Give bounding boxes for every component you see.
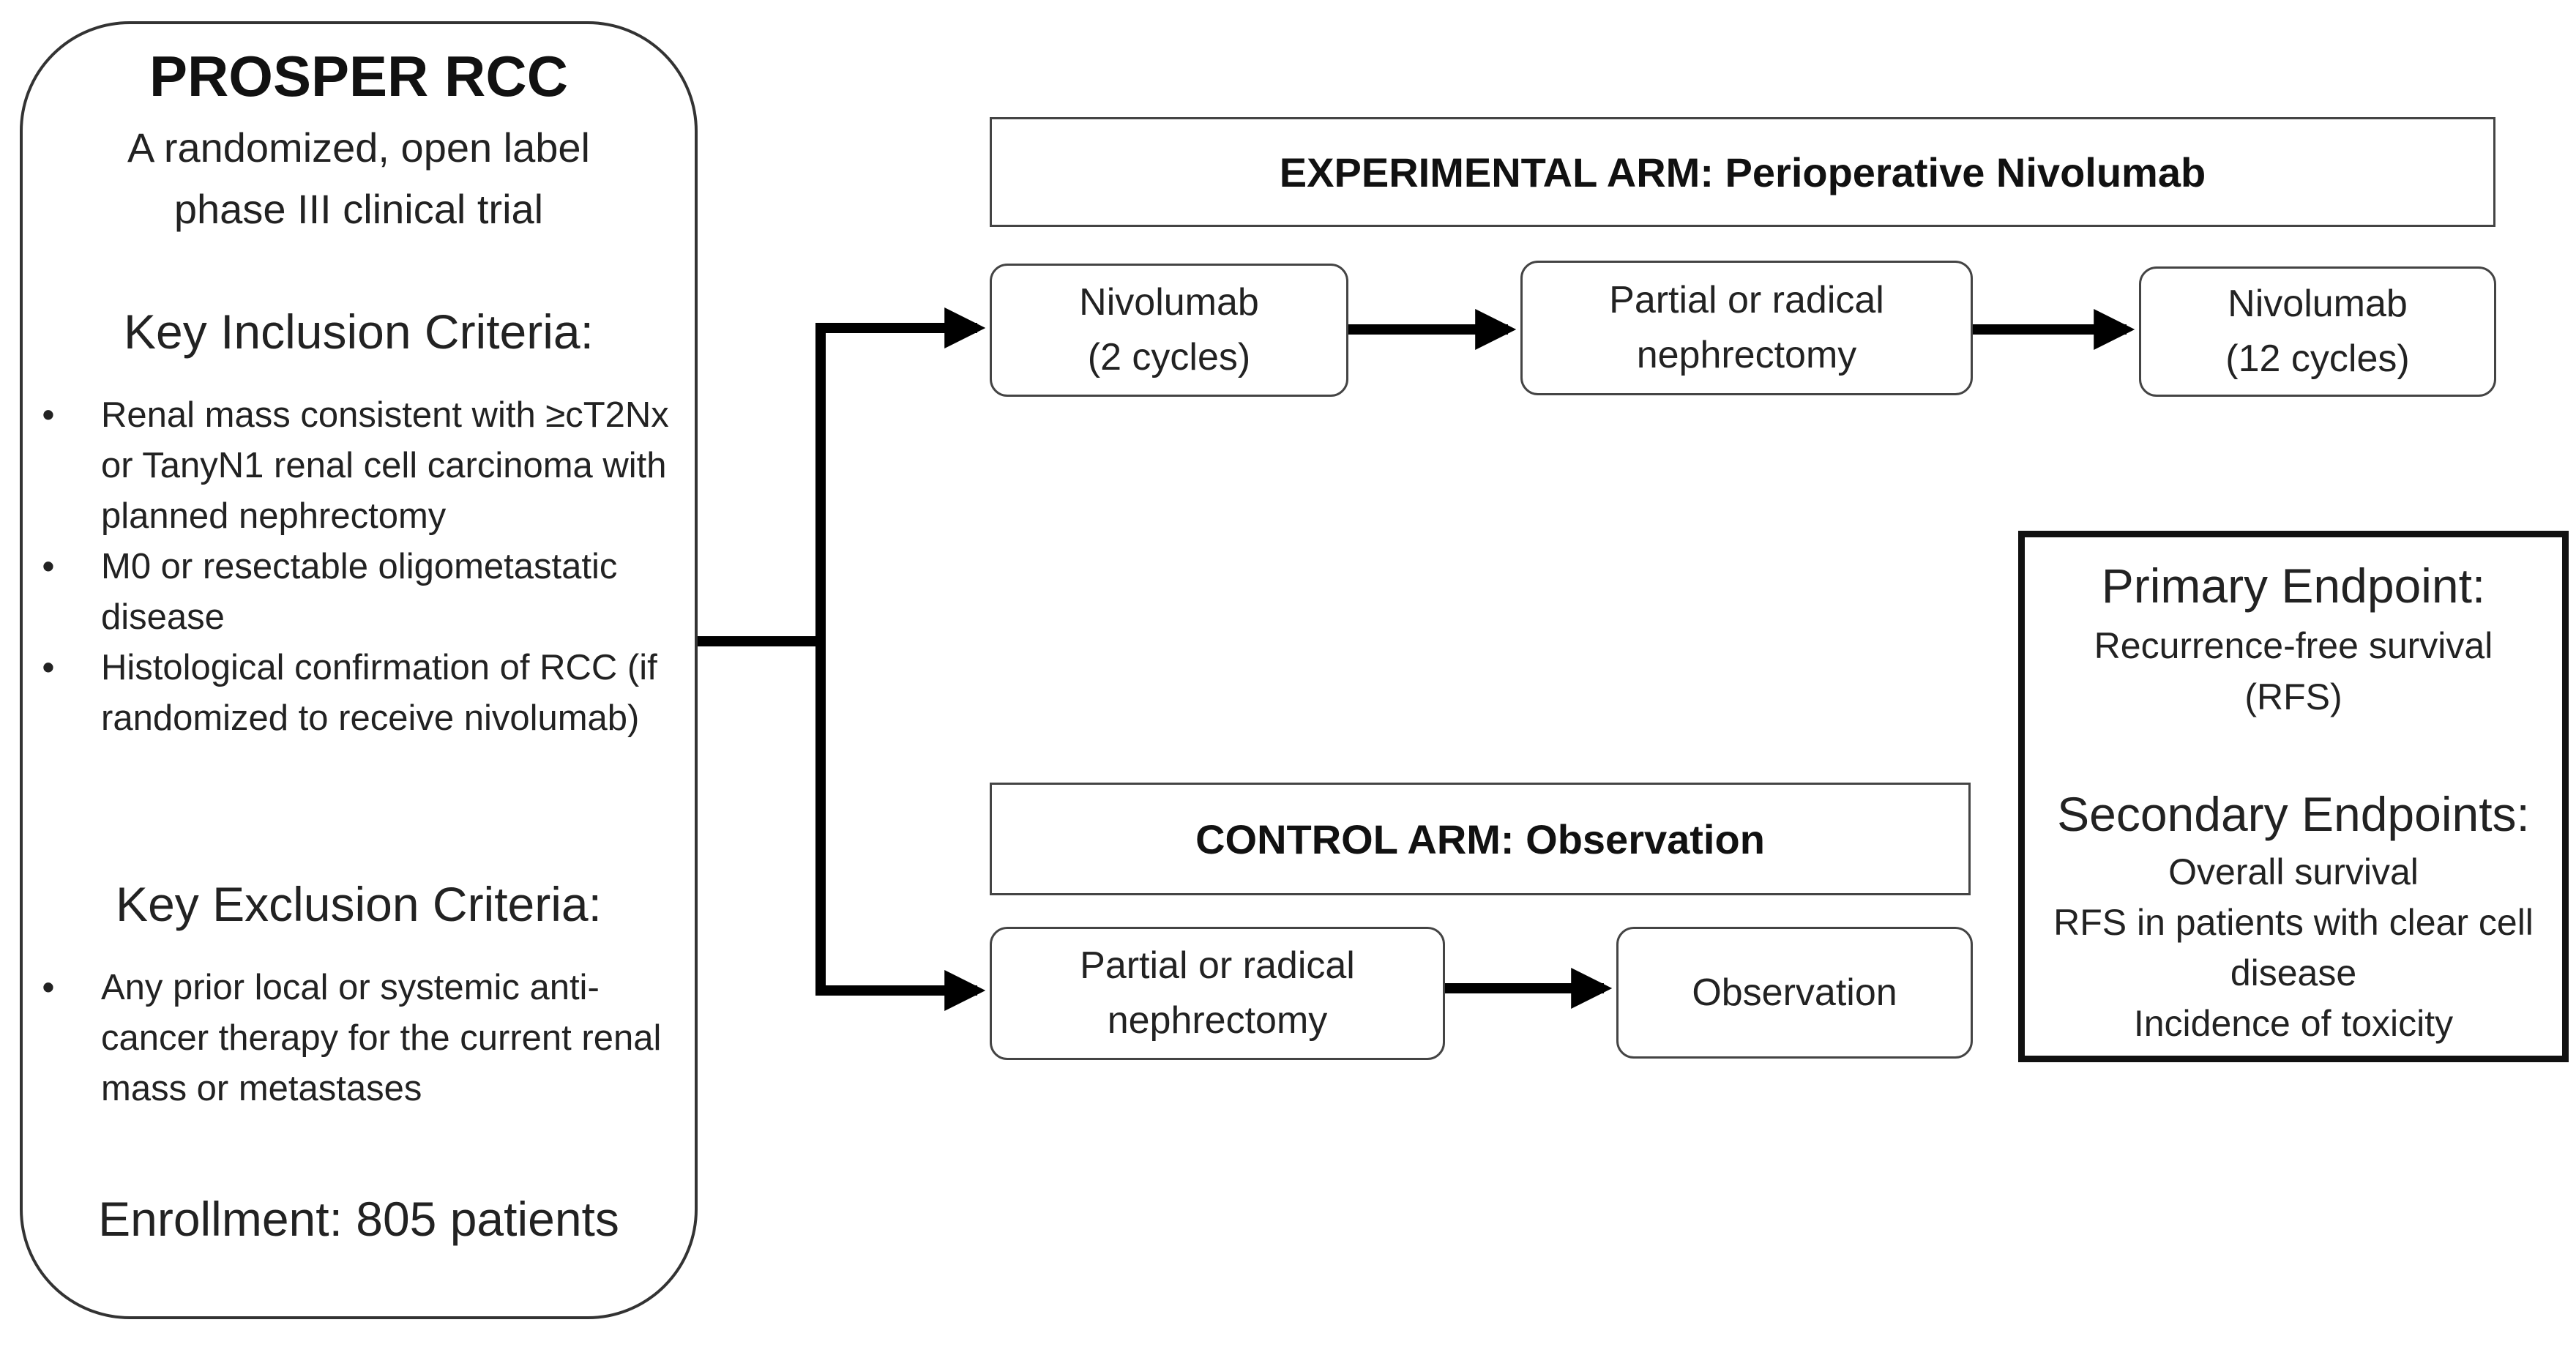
list-item: • Any prior local or systemic anti-cance…: [23, 963, 695, 1114]
bullet-icon: •: [42, 547, 55, 586]
trial-subtitle-line-1: A randomized, open label: [127, 124, 590, 171]
list-item: RFS in patients with clear cell disease: [2053, 902, 2534, 993]
exclusion-criteria-heading: Key Exclusion Criteria:: [116, 877, 602, 931]
list-item: Overall survival: [2168, 851, 2419, 892]
secondary-endpoints-heading: Secondary Endpoints:: [2057, 787, 2530, 841]
trial-subtitle-line-2: phase III clinical trial: [173, 186, 544, 232]
inclusion-criteria-list: • Renal mass consistent with ≥cT2Nx or T…: [23, 390, 695, 744]
inclusion-criterion-text: M0 or resectable oligometastatic disease: [101, 547, 618, 637]
secondary-endpoints-list: Overall survival RFS in patients with cl…: [2025, 847, 2562, 1049]
primary-endpoint-line-2: (RFS): [2244, 676, 2342, 717]
primary-endpoint-value: Recurrence-free survival (RFS): [2025, 620, 2562, 723]
list-item: • M0 or resectable oligometastatic disea…: [23, 542, 695, 643]
enrollment-count: Enrollment: 805 patients: [98, 1192, 619, 1246]
experimental-arm-title: EXPERIMENTAL ARM: Perioperative Nivoluma…: [990, 117, 2495, 227]
control-step-nephrectomy: Partial or radical nephrectomy: [990, 927, 1445, 1060]
bullet-icon: •: [42, 968, 55, 1007]
trial-subtitle: A randomized, open label phase III clini…: [23, 117, 695, 240]
experimental-step-nephrectomy: Partial or radical nephrectomy: [1520, 261, 1973, 395]
control-step-observation: Observation: [1616, 927, 1973, 1059]
bullet-icon: •: [42, 648, 55, 687]
list-item: • Renal mass consistent with ≥cT2Nx or T…: [23, 390, 695, 542]
primary-endpoint-line-1: Recurrence-free survival: [2094, 625, 2493, 666]
list-item: • Histological confirmation of RCC (if r…: [23, 643, 695, 744]
inclusion-criteria-heading: Key Inclusion Criteria:: [124, 305, 594, 359]
bullet-icon: •: [42, 395, 55, 435]
exclusion-criterion-text: Any prior local or systemic anti-cancer …: [101, 968, 662, 1108]
primary-endpoint-heading: Primary Endpoint:: [2101, 559, 2486, 613]
trial-title: PROSPER RCC: [149, 44, 569, 108]
inclusion-criterion-text: Renal mass consistent with ≥cT2Nx or Tan…: [101, 395, 669, 536]
experimental-step-nivolumab-pre: Nivolumab (2 cycles): [990, 264, 1348, 397]
control-arm-title: CONTROL ARM: Observation: [990, 783, 1971, 895]
experimental-step-nivolumab-post: Nivolumab (12 cycles): [2139, 266, 2496, 397]
study-overview-panel: PROSPER RCC A randomized, open label pha…: [20, 21, 698, 1319]
list-item: Incidence of toxicity: [2133, 1003, 2454, 1044]
exclusion-criteria-list: • Any prior local or systemic anti-cance…: [23, 963, 695, 1114]
inclusion-criterion-text: Histological confirmation of RCC (if ran…: [101, 648, 657, 738]
endpoints-panel: Primary Endpoint: Recurrence-free surviv…: [2018, 531, 2569, 1062]
